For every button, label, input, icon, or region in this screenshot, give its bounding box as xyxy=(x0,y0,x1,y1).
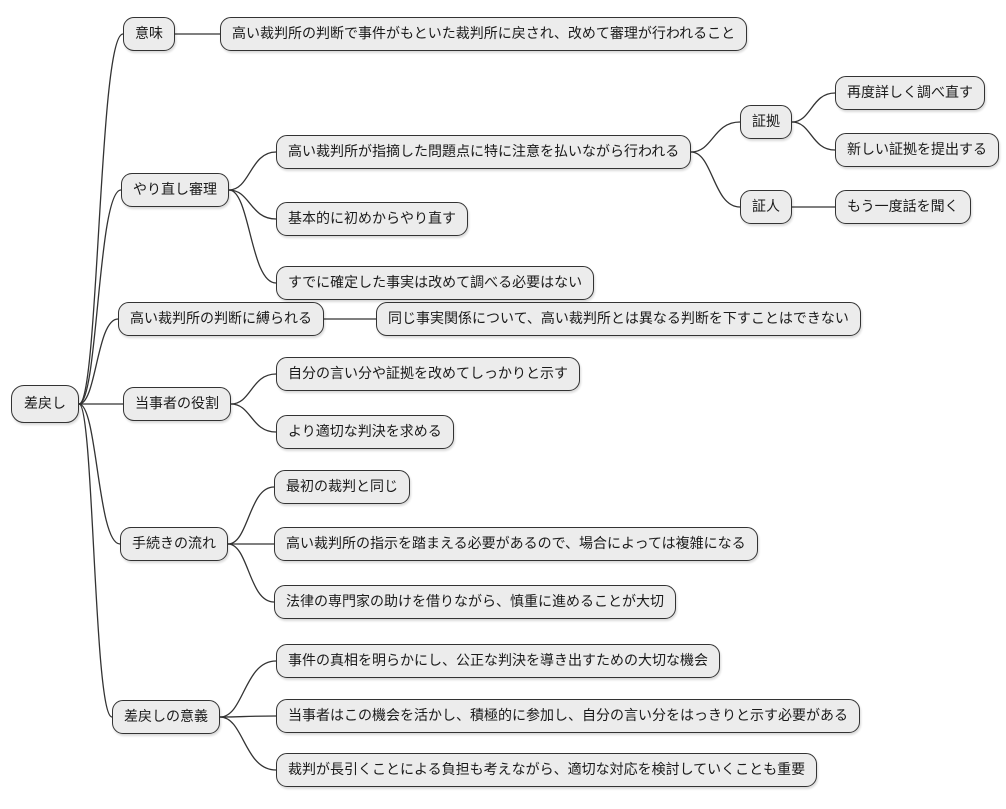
mindmap-node-witness: 証人 xyxy=(740,190,792,224)
mindmap-node-retrial-restart: 基本的に初めからやり直す xyxy=(276,202,468,236)
connector-root-to-bound xyxy=(78,318,119,405)
mindmap-node-procedure-expert: 法律の専門家の助けを借りながら、慎重に進めることが大切 xyxy=(274,585,676,619)
mindmap-node-bound-desc: 同じ事実関係について、高い裁判所とは異なる判断を下すことはできない xyxy=(376,302,861,336)
mindmap-node-significance-truth: 事件の真相を明らかにし、公正な判決を導き出すための大切な機会 xyxy=(276,644,720,678)
connector-retrial-focus-to-witness xyxy=(690,151,741,208)
mindmap-node-root: 差戻し xyxy=(11,385,79,423)
connector-root-to-meaning xyxy=(78,33,124,405)
connector-retrial-to-retrial-settled xyxy=(228,189,277,284)
connector-significance-to-significance-burden xyxy=(219,716,277,771)
mindmap-node-procedure-same: 最初の裁判と同じ xyxy=(274,470,410,504)
connector-root-to-significance xyxy=(78,403,113,718)
mindmap-node-evidence-reexamine: 再度詳しく調べ直す xyxy=(835,76,985,110)
mindmap-node-parties-show: 自分の言い分や証拠を改めてしっかりと示す xyxy=(276,357,580,391)
mindmap-node-retrial-focus: 高い裁判所が指摘した問題点に特に注意を払いながら行われる xyxy=(276,135,692,169)
connector-root-to-retrial xyxy=(78,189,122,405)
mindmap-node-significance-participate: 当事者はこの機会を活かし、積極的に参加し、自分の言い分をはっきりと示す必要がある xyxy=(276,699,860,733)
mindmap-node-witness-rehear: もう一度話を聞く xyxy=(835,190,971,224)
connector-evidence-to-evidence-reexamine xyxy=(791,92,836,123)
mindmap-node-retrial-settled: すでに確定した事実は改めて調べる必要はない xyxy=(276,266,595,300)
connector-retrial-to-retrial-restart xyxy=(228,189,277,220)
mindmap-node-significance-burden: 裁判が長引くことによる負担も考えながら、適切な対応を検討していくことも重要 xyxy=(276,753,818,787)
mindmap-node-meaning: 意味 xyxy=(123,17,175,51)
connector-evidence-to-evidence-new xyxy=(791,121,836,151)
connector-retrial-focus-to-evidence xyxy=(690,121,741,153)
connector-procedure-to-procedure-same xyxy=(227,486,275,545)
connector-parties-to-parties-show xyxy=(230,373,277,405)
mindmap-node-parties: 当事者の役割 xyxy=(123,387,231,421)
mindmap-node-procedure-complex: 高い裁判所の指示を踏まえる必要があるので、場合によっては複雑になる xyxy=(274,527,758,561)
mindmap-node-procedure: 手続きの流れ xyxy=(120,527,228,561)
connector-procedure-to-procedure-expert xyxy=(227,543,275,603)
mindmap-node-significance: 差戻しの意義 xyxy=(112,700,220,734)
mindmap-node-parties-seek: より適切な判決を求める xyxy=(276,415,454,449)
connector-significance-to-significance-participate xyxy=(219,715,277,718)
connector-significance-to-significance-truth xyxy=(219,660,277,718)
mindmap-node-bound: 高い裁判所の判断に縛られる xyxy=(118,302,324,336)
mindmap-node-evidence-new: 新しい証拠を提出する xyxy=(835,133,999,167)
connector-root-to-procedure xyxy=(78,403,121,545)
connector-parties-to-parties-seek xyxy=(230,403,277,433)
connector-retrial-to-retrial-focus xyxy=(228,151,277,191)
mindmap-node-retrial: やり直し審理 xyxy=(121,173,229,207)
mindmap-node-meaning-desc: 高い裁判所の判断で事件がもといた裁判所に戻され、改めて審理が行われること xyxy=(220,17,748,51)
mindmap-node-evidence: 証拠 xyxy=(740,105,792,139)
